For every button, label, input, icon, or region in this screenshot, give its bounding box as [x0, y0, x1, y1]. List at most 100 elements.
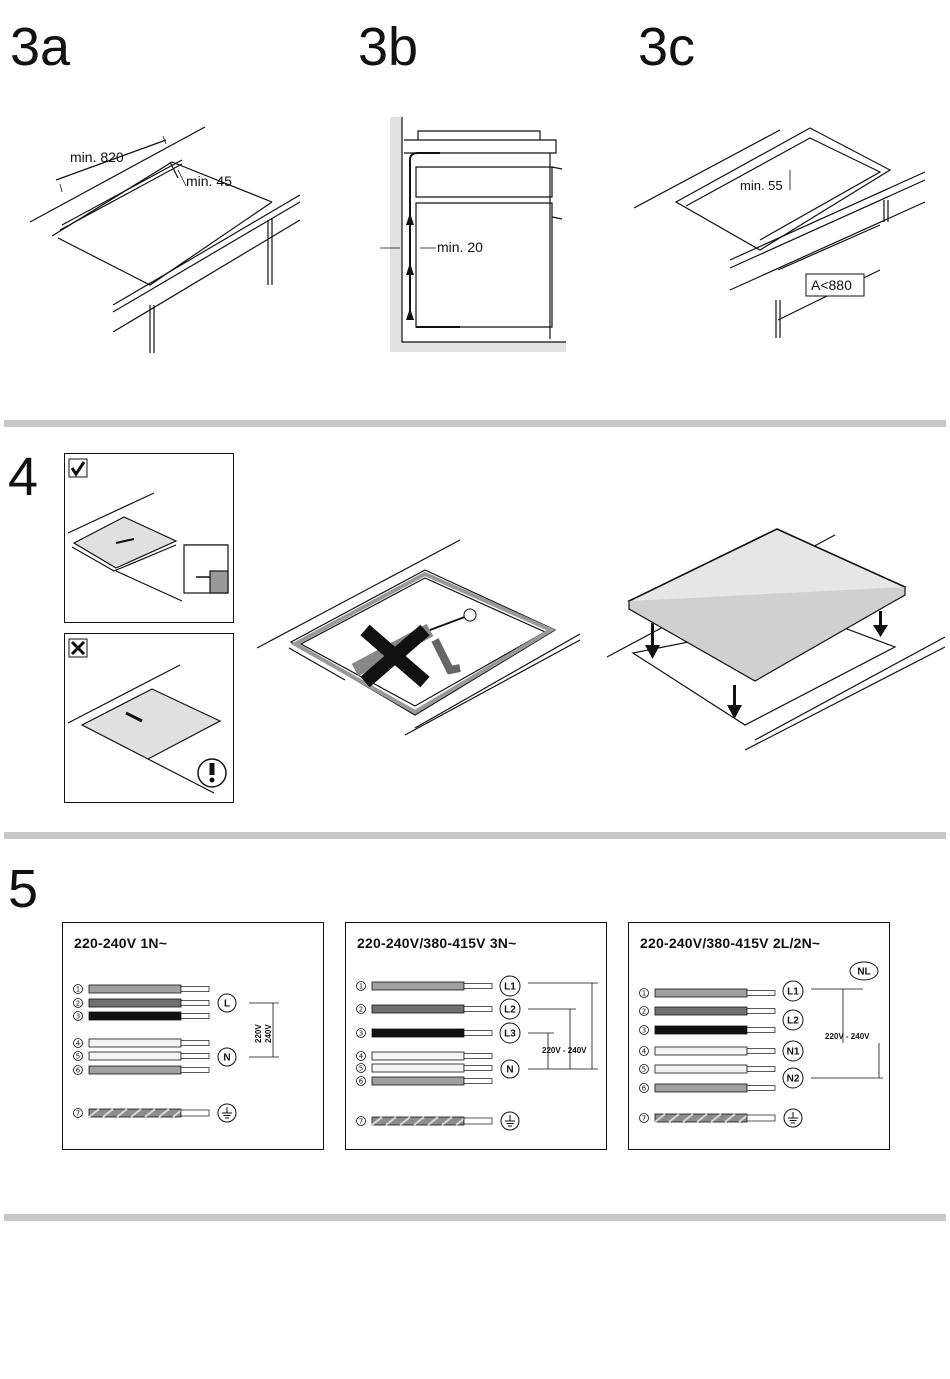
- wire-number: 2: [359, 1006, 363, 1014]
- wire: [372, 1029, 464, 1037]
- wire-end: [747, 1028, 775, 1033]
- step-3b-label: 3b: [358, 20, 418, 74]
- wire-number: 7: [359, 1118, 363, 1126]
- dim-a-880: A<880: [811, 277, 852, 293]
- wire: [89, 985, 181, 993]
- voltage-label: 220V - 240V: [825, 1032, 870, 1041]
- wire-number: 1: [76, 986, 80, 994]
- wire: [89, 1052, 181, 1060]
- dim-min-820: min. 820: [70, 149, 124, 165]
- hob-placement-diagram: [605, 525, 950, 755]
- terminal-label: L1: [787, 987, 799, 998]
- wire-number: 6: [359, 1078, 364, 1086]
- step-4-label: 4: [8, 450, 38, 504]
- wire-number: 5: [359, 1065, 363, 1073]
- wire: [372, 1077, 464, 1085]
- terminal-label: N2: [787, 1074, 800, 1085]
- terminal-label: L3: [504, 1029, 516, 1040]
- wire-number: 2: [642, 1008, 646, 1016]
- dim-min-55: min. 55: [740, 178, 783, 193]
- diagram-3b: min. 20: [380, 115, 570, 355]
- diagram-3a: min. 820 min. 45: [0, 100, 320, 360]
- wire: [655, 1007, 747, 1015]
- wire-end: [464, 1007, 492, 1012]
- dim-min-45: min. 45: [186, 173, 232, 189]
- terminal-label: N: [506, 1065, 513, 1076]
- step-3a-label: 3a: [10, 20, 70, 74]
- voltage-label-220: 220V: [254, 1024, 263, 1043]
- wire-number: 4: [76, 1040, 81, 1048]
- terminal-label: N: [223, 1053, 230, 1064]
- wire-end: [464, 1054, 492, 1059]
- wire-number: 7: [76, 1110, 80, 1118]
- no-sealant-diagram: [255, 530, 585, 740]
- wire-number: 2: [76, 1000, 80, 1008]
- wiring-panel-1n: 220-240V 1N~ 123456LN220V240V7: [62, 922, 324, 1150]
- wiring-diagram-1n: 1 2 3 4 5 6 L N 220V240V 7: [63, 923, 323, 1149]
- wire: [655, 1084, 747, 1092]
- wire-number: 5: [642, 1066, 646, 1074]
- wire-number: 6: [76, 1067, 81, 1075]
- diagram-3c: min. 55 A<880: [630, 110, 950, 350]
- terminal-label: N1: [787, 1047, 800, 1058]
- wire: [655, 1026, 747, 1034]
- wire-number: 1: [642, 990, 646, 998]
- divider-1: [4, 420, 946, 427]
- warning-icon: [198, 759, 226, 787]
- voltage-brackets: [528, 983, 598, 1069]
- wire-end: [181, 1054, 209, 1059]
- check-icon: [69, 459, 87, 477]
- wire-end: [181, 987, 209, 992]
- wire: [89, 999, 181, 1007]
- wire-end: [464, 1066, 492, 1071]
- wire-number: 5: [76, 1053, 80, 1061]
- wire-number: 6: [642, 1085, 647, 1093]
- wire: [655, 1047, 747, 1055]
- wire-end: [181, 1014, 209, 1019]
- wire-number: 3: [359, 1030, 363, 1038]
- wire-number: 1: [359, 983, 363, 991]
- wire-end: [464, 1118, 492, 1124]
- wire-end: [747, 1086, 775, 1091]
- terminal-label: L2: [787, 1016, 799, 1027]
- wiring-diagram-2l2n: 1 2 3 4 5 6 L1L2N1N2 220V - 240V NL 7: [629, 923, 889, 1149]
- wire-end: [181, 1001, 209, 1006]
- wire-end: [181, 1068, 209, 1073]
- wire-number: 7: [642, 1115, 646, 1123]
- voltage-label: 220V - 240V: [542, 1046, 587, 1055]
- wire-end: [747, 1009, 775, 1014]
- install-wrong-box: [64, 633, 234, 803]
- region-badge-label: NL: [857, 967, 870, 978]
- step-5-label: 5: [8, 862, 38, 916]
- wire-number: 3: [642, 1027, 646, 1035]
- wire-end: [747, 1067, 775, 1072]
- wire: [89, 1066, 181, 1074]
- wire-end: [464, 1079, 492, 1084]
- step-3c-label: 3c: [638, 20, 695, 74]
- terminal-label: L: [224, 999, 230, 1010]
- wire-end: [181, 1110, 209, 1116]
- wire-end: [464, 984, 492, 989]
- divider-3: [4, 1214, 946, 1221]
- wire-end: [181, 1041, 209, 1046]
- cross-icon: [69, 639, 87, 657]
- wire: [89, 1039, 181, 1047]
- wire-number: 3: [76, 1013, 80, 1021]
- wire: [372, 1052, 464, 1060]
- wire-end: [747, 991, 775, 996]
- divider-2: [4, 832, 946, 839]
- wire-number: 4: [642, 1048, 647, 1056]
- wire-number: 4: [359, 1053, 364, 1061]
- wire-end: [464, 1031, 492, 1036]
- wire: [372, 982, 464, 990]
- dim-min-20: min. 20: [437, 239, 483, 255]
- wire-end: [747, 1049, 775, 1054]
- wire: [372, 1064, 464, 1072]
- wire: [655, 1065, 747, 1073]
- voltage-label-240: 240V: [264, 1024, 273, 1043]
- wiring-diagram-3n: 123456L1L2L3N220V - 240V7: [346, 923, 606, 1149]
- wire: [655, 989, 747, 997]
- wire: [89, 1012, 181, 1020]
- terminal-label: L1: [504, 982, 516, 993]
